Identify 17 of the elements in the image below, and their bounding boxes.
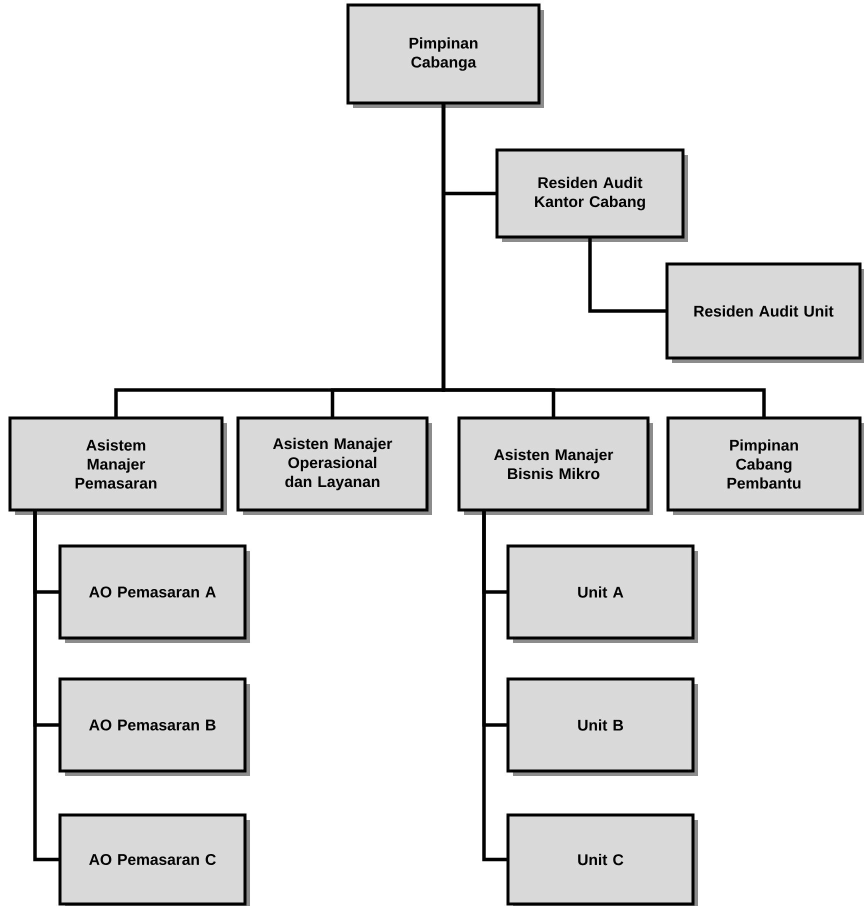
org-box: AO Pemasaran A — [58, 544, 250, 643]
connector — [442, 104, 766, 416]
org-box: AO Pemasaran C — [58, 814, 250, 906]
org-box: Asisten Manajer Bisnis Mikro — [458, 416, 653, 515]
org-box: Unit B — [506, 678, 698, 776]
org-box: Asisten Manajer Operasional dan Layanan — [236, 416, 432, 515]
org-box: Residen Audit Kantor Cabang — [496, 148, 688, 242]
org-box: Residen Audit Unit — [666, 262, 864, 363]
connector — [482, 512, 506, 862]
org-box: Asistem Manajer Pemasaran — [8, 416, 227, 515]
connector — [33, 512, 58, 862]
org-box: AO Pemasaran B — [58, 678, 250, 776]
org-box: Pimpinan Cabang Pembantu — [666, 416, 864, 515]
org-box: Unit C — [506, 814, 698, 906]
connector — [588, 238, 666, 313]
org-box: Pimpinan Cabanga — [346, 4, 544, 108]
org-box: Unit A — [506, 544, 698, 643]
